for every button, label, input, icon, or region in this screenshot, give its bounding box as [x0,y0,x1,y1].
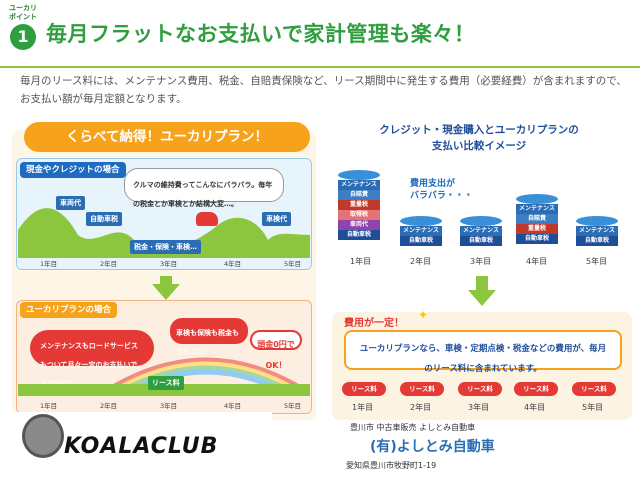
stack2-seg-1: 自動車税 [400,236,442,246]
r2-year-2: 2年目 [410,403,432,412]
section1-bubble: クルマの維持費ってこんなにバラバラ。毎年の税金とか車検とか結構大変…。 [124,168,284,208]
s1-year-2: 2年目 [100,260,118,268]
right-title-line1: クレジット・現金購入とユーカリプランの [379,124,579,136]
tag-inspection: 車検代 [262,212,291,226]
right-arrow-shaft [476,276,488,290]
r2-year-4: 4年目 [524,403,546,412]
cost-stack-year5: メンテナンス 自動車税 [576,216,618,246]
badge-label: ユーカリ ポイント [9,4,37,21]
stack4-seg-1: 自賠責 [516,214,558,224]
stack1-seg-3: 取得税 [338,210,380,220]
stack1-seg-2: 重量税 [338,200,380,210]
right-caption-fixed: 費用が一定！ [344,318,404,329]
section2-bubble-all-text: 車検も保険も税金もコミコミ！ [176,329,239,356]
cost-stack-year1: メンテナンス 自賠責 重量税 取得税 車両代 自動車税 [338,170,380,240]
stack4-seg-2: 重量税 [516,224,558,234]
left-down-arrow-icon [152,284,180,300]
s2-year-5: 5年目 [284,402,302,410]
koala-logo-text: KOALACLUB [64,434,219,459]
stack1-seg-1: 自賠責 [338,190,380,200]
s2-year-4: 4年目 [224,402,242,410]
footer-shop-name: (有)よしとみ自動車 [370,439,495,455]
r2-year-3: 3年目 [468,403,490,412]
rainbow-arc-red [108,357,304,390]
r1-year-4: 4年目 [526,257,548,266]
mountain-chart [18,208,310,258]
section2-bubble-zero: 頭金0円でOK！ [250,330,302,370]
section1-label: 現金やクレジットの場合 [20,162,126,178]
cost-stack-year4: メンテナンス 自賠責 重量税 自動車税 [516,194,558,244]
stack1-seg-0: メンテナンス [338,180,380,190]
footer-shop-area [340,420,640,480]
stack2-seg-0: メンテナンス [400,226,442,236]
lease-fee-tag: リース料 [148,376,184,390]
s2-year-2: 2年目 [100,402,118,410]
lease-pill-3: リース料 [458,382,502,396]
section2-bubble-all: 車検も保険も税金もコミコミ！ [170,318,248,356]
stack4-seg-0: メンテナンス [516,204,558,214]
compare-banner: くらべて納得！ユーカリプラン！ [24,122,310,152]
right-down-arrow-icon [468,290,496,306]
lease-info-box: ユーカリプランなら、車検・定期点検・税金などの費用が、毎月のリース料に含まれてい… [344,330,622,374]
rainbow-arc-yellow [114,361,298,390]
r2-year-5: 5年目 [582,403,604,412]
stack5-seg-1: 自動車税 [576,236,618,246]
header-bar [0,0,640,68]
footer-shop-small: 豊川市 中古車販売 よしとみ自動車 [350,423,476,432]
lease-pill-2: リース料 [400,382,444,396]
right-caption-scattered: 費用支出が バラバラ・・・ [410,179,473,201]
stack5-seg-0: メンテナンス [576,226,618,236]
section2-bubble-main: メンテナンスもロードサービスもついて月々一定のお支払いでラクラク！ [30,330,154,388]
tag-tax-insurance: 税金・保険・車検… [130,240,201,254]
right-title: クレジット・現金購入とユーカリプランの 支払い比較イメージ [364,122,594,154]
left-arrow-shaft [160,276,172,286]
r1-year-3: 3年目 [470,257,492,266]
mountain-shape [18,208,310,258]
page-title: 毎月フラットなお支払いで家計管理も楽々！ [46,22,476,46]
koala-car-icon [196,212,218,226]
right-title-line2: 支払い比較イメージ [431,140,527,152]
lease-pill-1: リース料 [342,382,386,396]
cost-stack-year2: メンテナンス 自動車税 [400,216,442,246]
flat-line-bar [18,384,310,396]
lease-info-text: ユーカリプランなら、車検・定期点検・税金などの費用が、毎月のリース料に含まれてい… [359,344,607,374]
s1-year-4: 4年目 [224,260,242,268]
lease-pill-4: リース料 [514,382,558,396]
s2-year-1: 1年目 [40,402,58,410]
footer-address: 愛知県豊川市牧野町1-19 [346,461,437,470]
s1-year-1: 1年目 [40,260,58,268]
rainbow-arc-green [122,365,290,390]
intro-text: 毎月のリース料には、メンテナンス費用、税金、自賠責保険など、リース期間中に発生す… [20,75,627,105]
sparkle-icon: ✦ [418,308,429,322]
s1-year-5: 5年目 [284,260,302,268]
r1-year-2: 2年目 [410,257,432,266]
koala-mascot-icon [22,414,64,458]
stack1-seg-5: 自動車税 [338,230,380,240]
tag-auto-tax: 自動車税 [86,212,122,226]
section1-bubble-text: クルマの維持費ってこんなにバラバラ。毎年の税金とか車検とか結構大変…。 [133,181,273,208]
stack1-seg-4: 車両代 [338,220,380,230]
point-badge: ユーカリ ポイント 1 [4,4,42,56]
stack3-seg-1: 自動車税 [460,236,502,246]
lease-pill-5: リース料 [572,382,616,396]
tag-car-price: 車両代 [56,196,85,210]
r1-year-5: 5年目 [586,257,608,266]
stack3-seg-0: メンテナンス [460,226,502,236]
section2-label: ユーカリプランの場合 [20,302,118,318]
section2-bubble-zero-text: 頭金0円でOK！ [257,340,295,370]
r2-year-1: 1年目 [352,403,374,412]
r1-year-1: 1年目 [350,257,372,266]
badge-number: 1 [10,24,36,50]
s2-year-3: 3年目 [160,402,178,410]
stack4-seg-3: 自動車税 [516,234,558,244]
s1-year-3: 3年目 [160,260,178,268]
cost-stack-year3: メンテナンス 自動車税 [460,216,502,246]
